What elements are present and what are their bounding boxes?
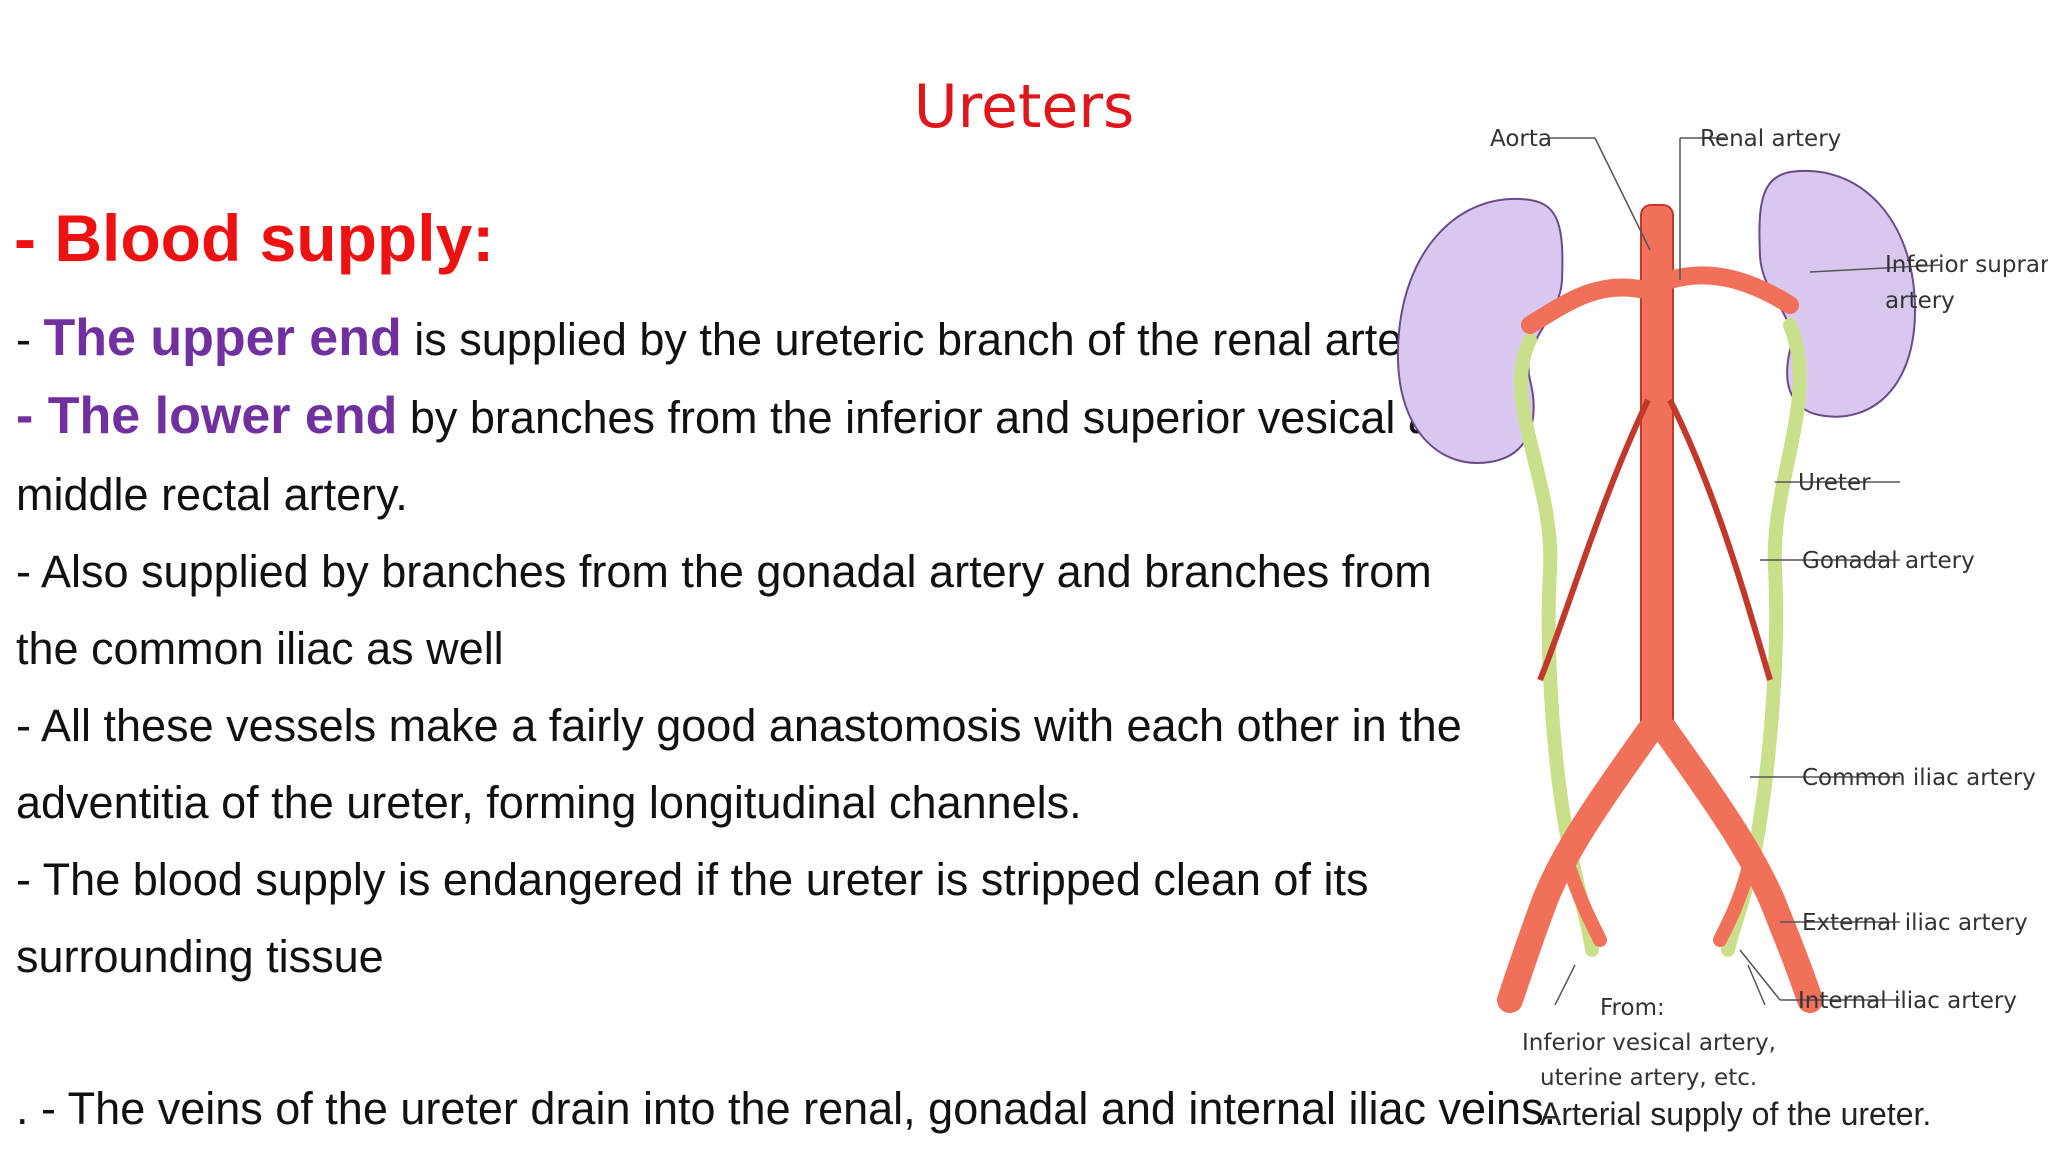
paragraph-upper-end: - The upper end is supplied by the urete… [16,300,1496,378]
section-heading: - Blood supply: [14,201,495,275]
right-common-iliac [1652,717,1823,1013]
label-common-iliac-artery: Common iliac artery [1802,765,2036,791]
anatomy-illustration: Aorta Renal artery Inferior suprarenal a… [1396,126,2048,1132]
paragraph-anastomosis: - All these vessels make a fairly good a… [16,700,1462,828]
figure-caption: Arterial supply of the ureter. [1540,1096,1931,1132]
left-internal-iliac [1563,863,1607,947]
slide-body: - The upper end is supplied by the urete… [16,300,1496,995]
paragraph-gonadal: - Also supplied by branches from the gon… [16,546,1432,674]
label-gonadal-artery: Gonadal artery [1802,548,1975,574]
left-common-iliac [1497,717,1663,1013]
slide-title: Ureters [913,72,1135,142]
paragraph-endangered: - The blood supply is endangered if the … [16,854,1369,982]
leader-lines [1550,137,1941,1006]
label-ureter: Ureter [1798,470,1871,496]
lower-end-emphasis: - The lower end [16,387,398,445]
label-inferior-vesical: Inferior vesical artery, [1522,1030,1776,1056]
label-inferior-suprarenal: Inferior suprarenal [1885,252,2048,278]
label-aorta: Aorta [1490,126,1552,152]
lower-end-text: by branches from the inferior and superi… [16,392,1483,520]
label-from: From: [1600,995,1665,1021]
right-gonadal-artery [1667,398,1773,681]
upper-end-emphasis: The upper end [43,309,402,367]
label-inferior-suprarenal-artery: artery [1885,288,1955,314]
label-external-iliac-artery: External iliac artery [1802,910,2028,936]
paragraph-lower-end: - The lower end by branches from the inf… [16,378,1496,533]
label-renal-artery: Renal artery [1700,126,1841,152]
ureter-arterial-supply-figure: Aorta Renal artery Inferior suprarenal a… [1380,100,2048,1150]
right-internal-iliac [1713,863,1755,947]
paragraph-veins: . - The veins of the ureter drain into t… [16,1083,1557,1134]
label-uterine-artery: uterine artery, etc. [1540,1065,1757,1091]
label-internal-iliac-artery: Internal iliac artery [1798,988,2017,1014]
left-kidney [1396,197,1564,464]
left-gonadal-artery [1537,398,1651,682]
left-renal-artery [1521,278,1654,334]
upper-end-text: is supplied by the ureteric branch of th… [401,314,1449,365]
bullet-prefix: - [16,314,44,365]
right-renal-artery [1661,266,1799,314]
